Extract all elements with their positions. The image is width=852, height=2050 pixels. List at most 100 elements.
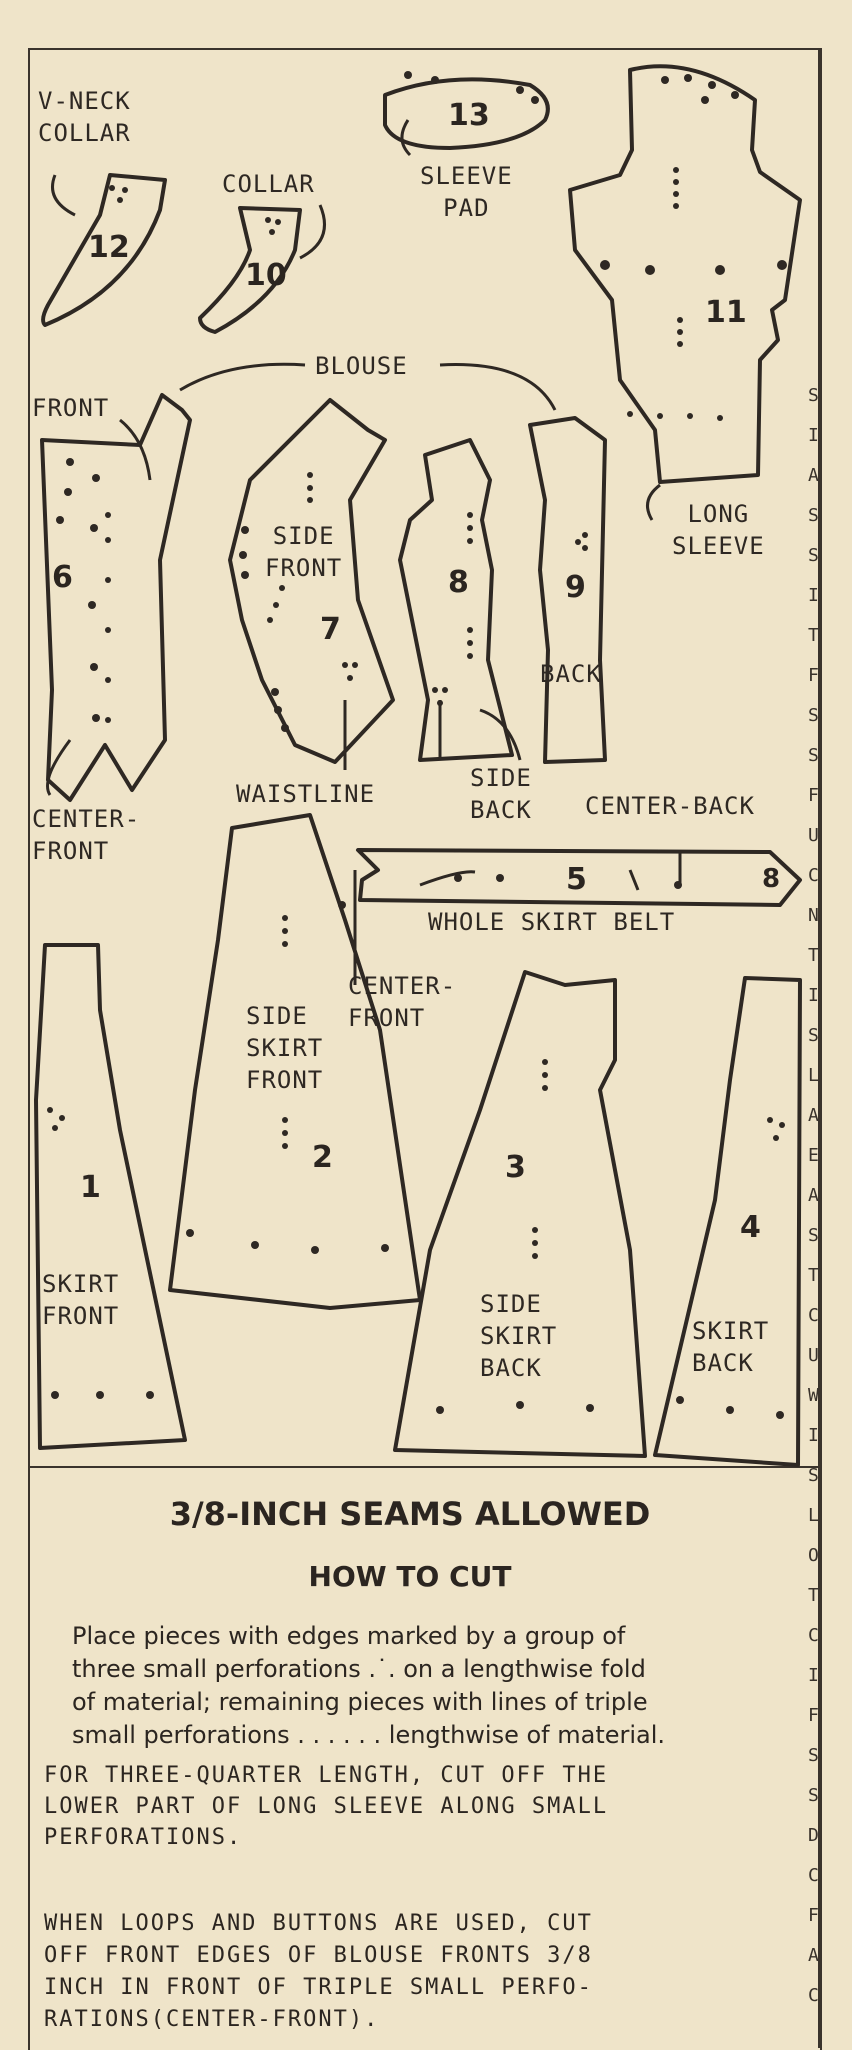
edge-letter: S [808, 1465, 819, 1486]
edge-letter: U [808, 825, 819, 846]
arrow-belt [419, 870, 476, 887]
edge-letter: C [808, 1865, 819, 1886]
label-side-back: SIDE BACK [470, 764, 532, 824]
piece-3-outline [393, 970, 647, 1458]
piece-number-3: 3 [505, 1150, 526, 1185]
para1-line-1: Place pieces with edges marked by a grou… [72, 1622, 626, 1650]
piece-number-1: 1 [80, 1170, 101, 1205]
label-center-front: CENTER- FRONT [32, 805, 141, 865]
piece-2-outline [168, 813, 422, 1310]
edge-letter: I [808, 1425, 819, 1446]
edge-letter: I [808, 985, 819, 1006]
para2-line-1: For three-quarter length, cut off the [44, 1763, 609, 1788]
right-column-rule [818, 48, 820, 2048]
piece-number-10: 10 [245, 258, 287, 293]
arrow-long-sleeve [646, 483, 661, 521]
label-center-front-2: CENTER- FRONT [348, 972, 457, 1032]
piece-1-outline [34, 943, 187, 1450]
edge-letter: S [808, 705, 819, 726]
arrow-collar [299, 204, 326, 260]
para2-line-2: lower part of long sleeve along small [44, 1794, 609, 1819]
arrow-belt-2 [628, 869, 640, 891]
piece-number-9: 9 [565, 570, 586, 605]
edge-letter: A [808, 1105, 819, 1126]
label-waistline: WAISTLINE [236, 780, 376, 808]
piece-5-outline [356, 848, 802, 907]
piece-number-7: 7 [320, 612, 341, 647]
edge-letter: F [808, 1905, 819, 1926]
edge-letter: S [808, 1225, 819, 1246]
how-to-cut-heading: HOW TO CUT [308, 1560, 512, 1593]
edge-letter: C [808, 865, 819, 886]
piece-12-outline [41, 173, 167, 327]
edge-letter: F [808, 665, 819, 686]
edge-letter: S [808, 505, 819, 526]
seams-allowed-heading: 3/8-INCH SEAMS ALLOWED [169, 1495, 651, 1533]
edge-letter: S [808, 1025, 819, 1046]
edge-letter: O [808, 1545, 819, 1566]
edge-letter: C [808, 1985, 819, 2006]
para2-line-3: perforations. [44, 1825, 243, 1850]
arrow-blouse-right [439, 363, 557, 411]
label-side-front: SIDE FRONT [265, 522, 343, 582]
edge-letter: S [808, 545, 819, 566]
label-long-sleeve: LONG SLEEVE [672, 500, 765, 560]
edge-letter: C [808, 1305, 819, 1326]
edge-letter: T [808, 1585, 819, 1606]
label-back: BACK [540, 660, 602, 688]
piece-number-2: 2 [312, 1140, 333, 1175]
para3-line-4: rations(center-front). [44, 2007, 380, 2032]
para3-line-2: off front edges of blouse fronts 3/8 [44, 1943, 593, 1968]
label-blouse: BLOUSE [315, 352, 408, 380]
edge-letter: N [808, 905, 819, 926]
cut-paragraph-3: When loops and buttons are used, cut off… [44, 1908, 593, 2036]
arrow-side-back-2 [479, 708, 522, 761]
label-v-neck-collar: V-NECK COLLAR [38, 87, 131, 147]
piece-13-outline [383, 77, 550, 150]
edge-letter: I [808, 425, 819, 446]
edge-letter: I [808, 585, 819, 606]
cut-paragraph-2: For three-quarter length, cut off the lo… [44, 1760, 608, 1853]
label-side-skirt-back: SIDE SKIRT BACK [480, 1290, 558, 1382]
edge-letter: F [808, 785, 819, 806]
edge-letter: T [808, 625, 819, 646]
para1-line-3: of material; remaining pieces with lines… [72, 1688, 648, 1716]
label-skirt-front: SKIRT FRONT [42, 1270, 120, 1330]
edge-letter: L [808, 1065, 819, 1086]
edge-letter: D [808, 1825, 819, 1846]
piece-number-6: 6 [52, 560, 73, 595]
piece-number-5: 5 [566, 862, 587, 897]
edge-letter: S [808, 745, 819, 766]
pieces-divider [30, 1466, 818, 1468]
piece-10-outline [198, 206, 302, 334]
edge-letter: A [808, 465, 819, 486]
edge-letter: T [808, 1265, 819, 1286]
label-skirt-back: SKIRT BACK [692, 1317, 770, 1377]
edge-letter: S [808, 1785, 819, 1806]
piece-7-outline [228, 398, 395, 764]
piece-number-4: 4 [740, 1210, 761, 1245]
pattern-frame [28, 48, 822, 2050]
edge-letter: U [808, 1345, 819, 1366]
piece-11-outline [568, 64, 802, 484]
piece-4-outline [653, 976, 802, 1467]
edge-letter: E [808, 1145, 819, 1166]
para1-line-4: small perforations . . . . . . lengthwis… [72, 1721, 666, 1749]
piece-number-12: 12 [88, 230, 130, 265]
piece-6-outline [40, 393, 192, 802]
edge-letter: A [808, 1945, 819, 1966]
label-center-back: CENTER-BACK [585, 792, 755, 820]
label-whole-skirt-belt: WHOLE SKIRT BELT [428, 908, 676, 936]
arrow-blouse-left [179, 362, 306, 392]
edge-letter: I [808, 1665, 819, 1686]
edge-letter: F [808, 1705, 819, 1726]
label-collar: COLLAR [222, 170, 315, 198]
arrow-v-neck [51, 174, 76, 217]
piece-number-8b: 8 [762, 864, 781, 894]
label-front: FRONT [32, 394, 110, 422]
piece-8-outline [398, 438, 514, 762]
edge-letter: T [808, 945, 819, 966]
cut-paragraph-1: Place pieces with edges marked by a grou… [72, 1620, 665, 1752]
para1-line-2: three small perforations .˙. on a length… [72, 1655, 646, 1683]
